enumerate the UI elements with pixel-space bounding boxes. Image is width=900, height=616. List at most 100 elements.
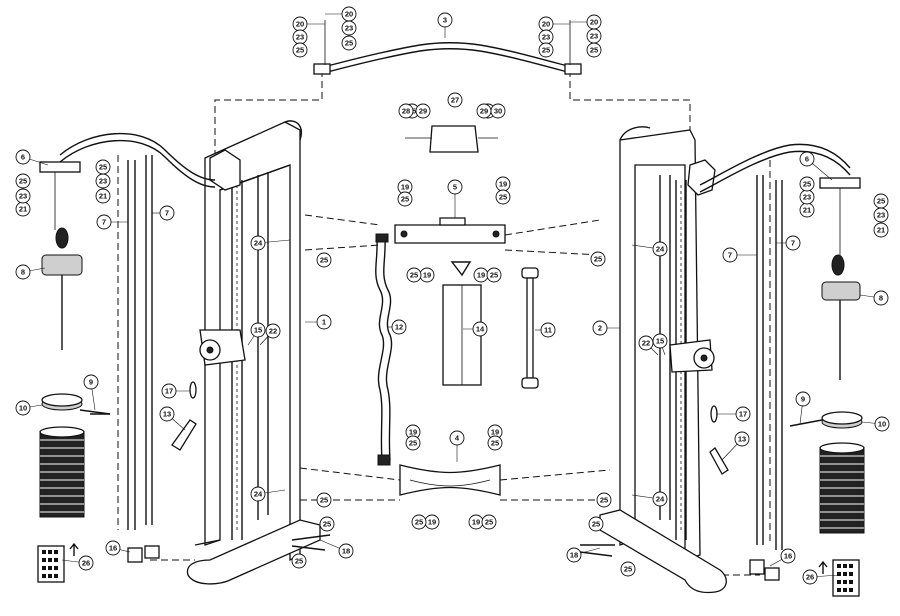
callout-c25t: 25 [596,492,612,508]
callout-number: 9 [801,395,805,404]
floor-spacers [127,545,780,581]
callout-c20b: 20 [341,6,357,22]
callout-number: 25 [410,271,418,280]
left-cable-assembly [39,132,216,530]
lower-bracket [399,464,501,496]
callout-c29a: 29 [415,103,431,119]
callout-c25h: 25 [873,193,889,209]
tricep-strap [442,261,482,386]
callout-c6L: 6 [15,149,31,165]
callout-number: 20 [590,18,598,27]
callout-number: 18 [570,551,578,560]
callout-number: 19 [491,428,499,437]
callout-number: 16 [109,544,117,553]
callout-c5: 5 [447,179,463,195]
callout-number: 5 [453,183,457,192]
callout-number: 25 [499,193,507,202]
callout-c25i: 25 [397,191,413,207]
callout-number: 25 [600,496,608,505]
callout-number: 24 [656,245,665,254]
callout-c10R: 10 [874,416,890,432]
callout-number: 25 [590,46,598,55]
callout-c25c: 25 [538,42,554,58]
callout-number: 23 [99,177,107,186]
callout-c19d: 19 [473,267,489,283]
callout-c22L: 22 [265,323,281,339]
callout-c24a: 24 [250,235,266,251]
callout-number: 13 [163,410,171,419]
callout-number: 11 [544,326,552,335]
callout-number: 23 [345,24,353,33]
callout-number: 23 [877,211,885,220]
callout-number: 23 [542,33,550,42]
callout-number: 21 [99,192,107,201]
callout-number: 15 [254,326,262,335]
callout-c25d: 25 [586,42,602,58]
callout-c16L: 16 [105,540,121,556]
warning-labels [37,542,860,597]
callout-c18R: 18 [566,547,582,563]
callout-number: 10 [878,420,886,429]
callout-c22R: 22 [638,335,654,351]
callout-c20a: 20 [292,16,308,32]
callout-number: 29 [419,107,427,116]
callout-number: 22 [642,339,650,348]
callout-number: 30 [494,107,502,116]
callout-c9R: 9 [795,391,811,407]
callout-number: 23 [803,193,811,202]
callout-c25p: 25 [481,514,497,530]
callout-c25l: 25 [486,267,502,283]
callout-number: 25 [485,518,493,527]
callout-number: 17 [165,387,173,396]
callout-c27: 27 [447,92,463,108]
callout-number: 19 [409,428,417,437]
callout-number: 25 [401,195,409,204]
callout-number: 6 [21,153,25,162]
callout-c19g: 19 [424,514,440,530]
callout-number: 19 [477,271,485,280]
callout-number: 7 [728,251,732,260]
callout-c26L: 26 [78,555,94,571]
callout-c8R: 8 [873,290,889,306]
callout-number: 1 [322,318,326,327]
callout-c15L: 15 [250,322,266,338]
callout-number: 7 [791,239,795,248]
callout-number: 25 [594,255,602,264]
callout-c16R: 16 [780,548,796,564]
callout-number: 25 [491,439,499,448]
callout-number: 17 [739,410,747,419]
callout-number: 25 [803,180,811,189]
callout-number: 19 [499,180,507,189]
callout-c14: 14 [472,321,488,337]
callout-c30: 30 [490,103,506,119]
bolts [90,413,615,557]
d-handles [171,381,729,475]
callout-c24d: 24 [652,491,668,507]
callout-c23La: 23 [15,188,31,204]
callout-c25j: 25 [495,189,511,205]
callout-c25b: 25 [341,35,357,51]
callout-number: 25 [19,177,27,186]
callout-c23d: 23 [586,28,602,44]
callout-number: 25 [877,197,885,206]
callout-number: 24 [656,495,665,504]
callout-c19b: 19 [495,176,511,192]
callout-c21Lb: 21 [95,188,111,204]
callout-number: 7 [165,209,169,218]
callout-number: 10 [19,404,27,413]
callout-c25m: 25 [405,435,421,451]
callout-c7La: 7 [96,214,112,230]
right-cable-assembly [699,143,861,550]
callout-number: 25 [295,557,303,566]
callout-number: 19 [401,183,409,192]
callout-c25g: 25 [799,176,815,192]
callout-c21La: 21 [15,201,31,217]
callout-number: 20 [542,20,550,29]
callout-number: 23 [590,32,598,41]
callout-number: 24 [254,239,263,248]
callout-c25w: 25 [588,516,604,532]
callout-c19c: 19 [419,267,435,283]
callout-number: 25 [323,520,331,529]
callout-c24b: 24 [250,486,266,502]
